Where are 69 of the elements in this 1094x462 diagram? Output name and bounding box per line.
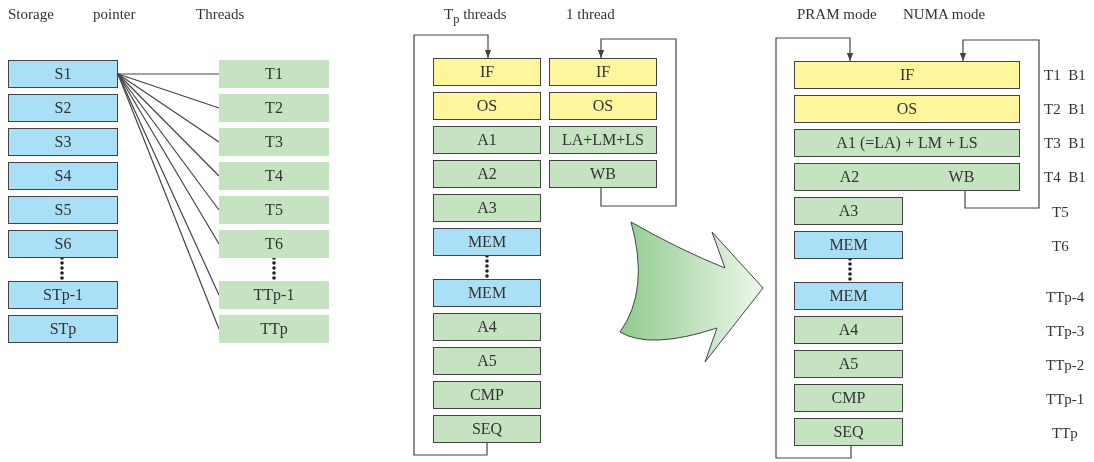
stage-box: A3: [794, 197, 903, 225]
stage-box: CMP: [794, 384, 903, 412]
stage-box: CMP: [433, 381, 541, 409]
stage-box: A5: [794, 350, 903, 378]
stage-box: OS: [794, 95, 1020, 123]
stage-box: LA+LM+LS: [549, 126, 657, 154]
stage-box: T6: [219, 230, 329, 258]
thread-label: T4 B1: [1044, 168, 1086, 187]
stage-box: A1 (=LA) + LM + LS: [794, 129, 1020, 157]
stage-name: WB: [948, 168, 975, 186]
connector-line: [117, 73, 220, 75]
column-heading: TTp: [1052, 424, 1078, 443]
stage-box: S4: [8, 162, 118, 190]
stage-box: IF: [433, 58, 541, 86]
column-heading: NUMA mode: [903, 5, 986, 24]
stage-box: IF: [794, 61, 1020, 89]
stage-box: A3: [433, 194, 541, 222]
stage-box: MEM: [433, 228, 541, 256]
column-heading: Threads: [196, 5, 245, 24]
stage-name: A2: [839, 168, 860, 186]
stage-box: [794, 163, 1020, 191]
stage-box: IF: [549, 58, 657, 86]
stage-box: T2: [219, 94, 329, 122]
column-heading: TTp-2: [1046, 356, 1085, 375]
stage-box: STp-1: [8, 281, 118, 309]
connector-line: [117, 73, 220, 143]
stage-box: WB: [549, 160, 657, 188]
stage-box: S2: [8, 94, 118, 122]
thread-label: T3 B1: [1044, 134, 1086, 153]
column-heading: pointer: [93, 5, 136, 24]
feedback-arrow: [413, 34, 492, 456]
column-heading: TTp-1: [1046, 390, 1085, 409]
connector-line: [117, 73, 220, 109]
thread-label: T1 B1: [1044, 66, 1086, 85]
stage-box: A4: [794, 316, 903, 344]
stage-box: S1: [8, 60, 118, 88]
feedback-arrow: [959, 39, 1040, 209]
column-heading: 1 thread: [566, 5, 615, 24]
column-heading: TTp-4: [1046, 288, 1085, 307]
stage-box: A5: [433, 347, 541, 375]
column-heading: Storage: [8, 5, 54, 24]
stage-box: STp: [8, 315, 118, 343]
stage-box: MEM: [433, 279, 541, 307]
stage-box: A1: [433, 126, 541, 154]
stage-box: MEM: [794, 231, 903, 259]
stage-box: A4: [433, 313, 541, 341]
stage-box: T5: [219, 196, 329, 224]
stage-box: SEQ: [433, 415, 541, 443]
stage-box: TTp: [219, 315, 329, 343]
stage-box: T3: [219, 128, 329, 156]
stage-box: SEQ: [794, 418, 903, 446]
column-heading: T6: [1052, 237, 1069, 256]
stage-box: T4: [219, 162, 329, 190]
feedback-arrow: [597, 38, 677, 207]
column-heading: T5: [1052, 203, 1069, 222]
stage-box: OS: [433, 92, 541, 120]
stage-box: TTp-1: [219, 281, 329, 309]
stage-box: S5: [8, 196, 118, 224]
stage-box: OS: [549, 92, 657, 120]
column-heading: TTp-3: [1046, 322, 1085, 341]
column-heading: T$_{p}$ threads: [444, 5, 507, 28]
column-heading: PRAM mode: [797, 5, 877, 24]
stage-box: A2: [433, 160, 541, 188]
stage-box: MEM: [794, 282, 903, 310]
thread-label: T2 B1: [1044, 100, 1086, 119]
stage-box: S3: [8, 128, 118, 156]
stage-box: S6: [8, 230, 118, 258]
feedback-arrow: [775, 37, 854, 459]
stage-box: T1: [219, 60, 329, 88]
